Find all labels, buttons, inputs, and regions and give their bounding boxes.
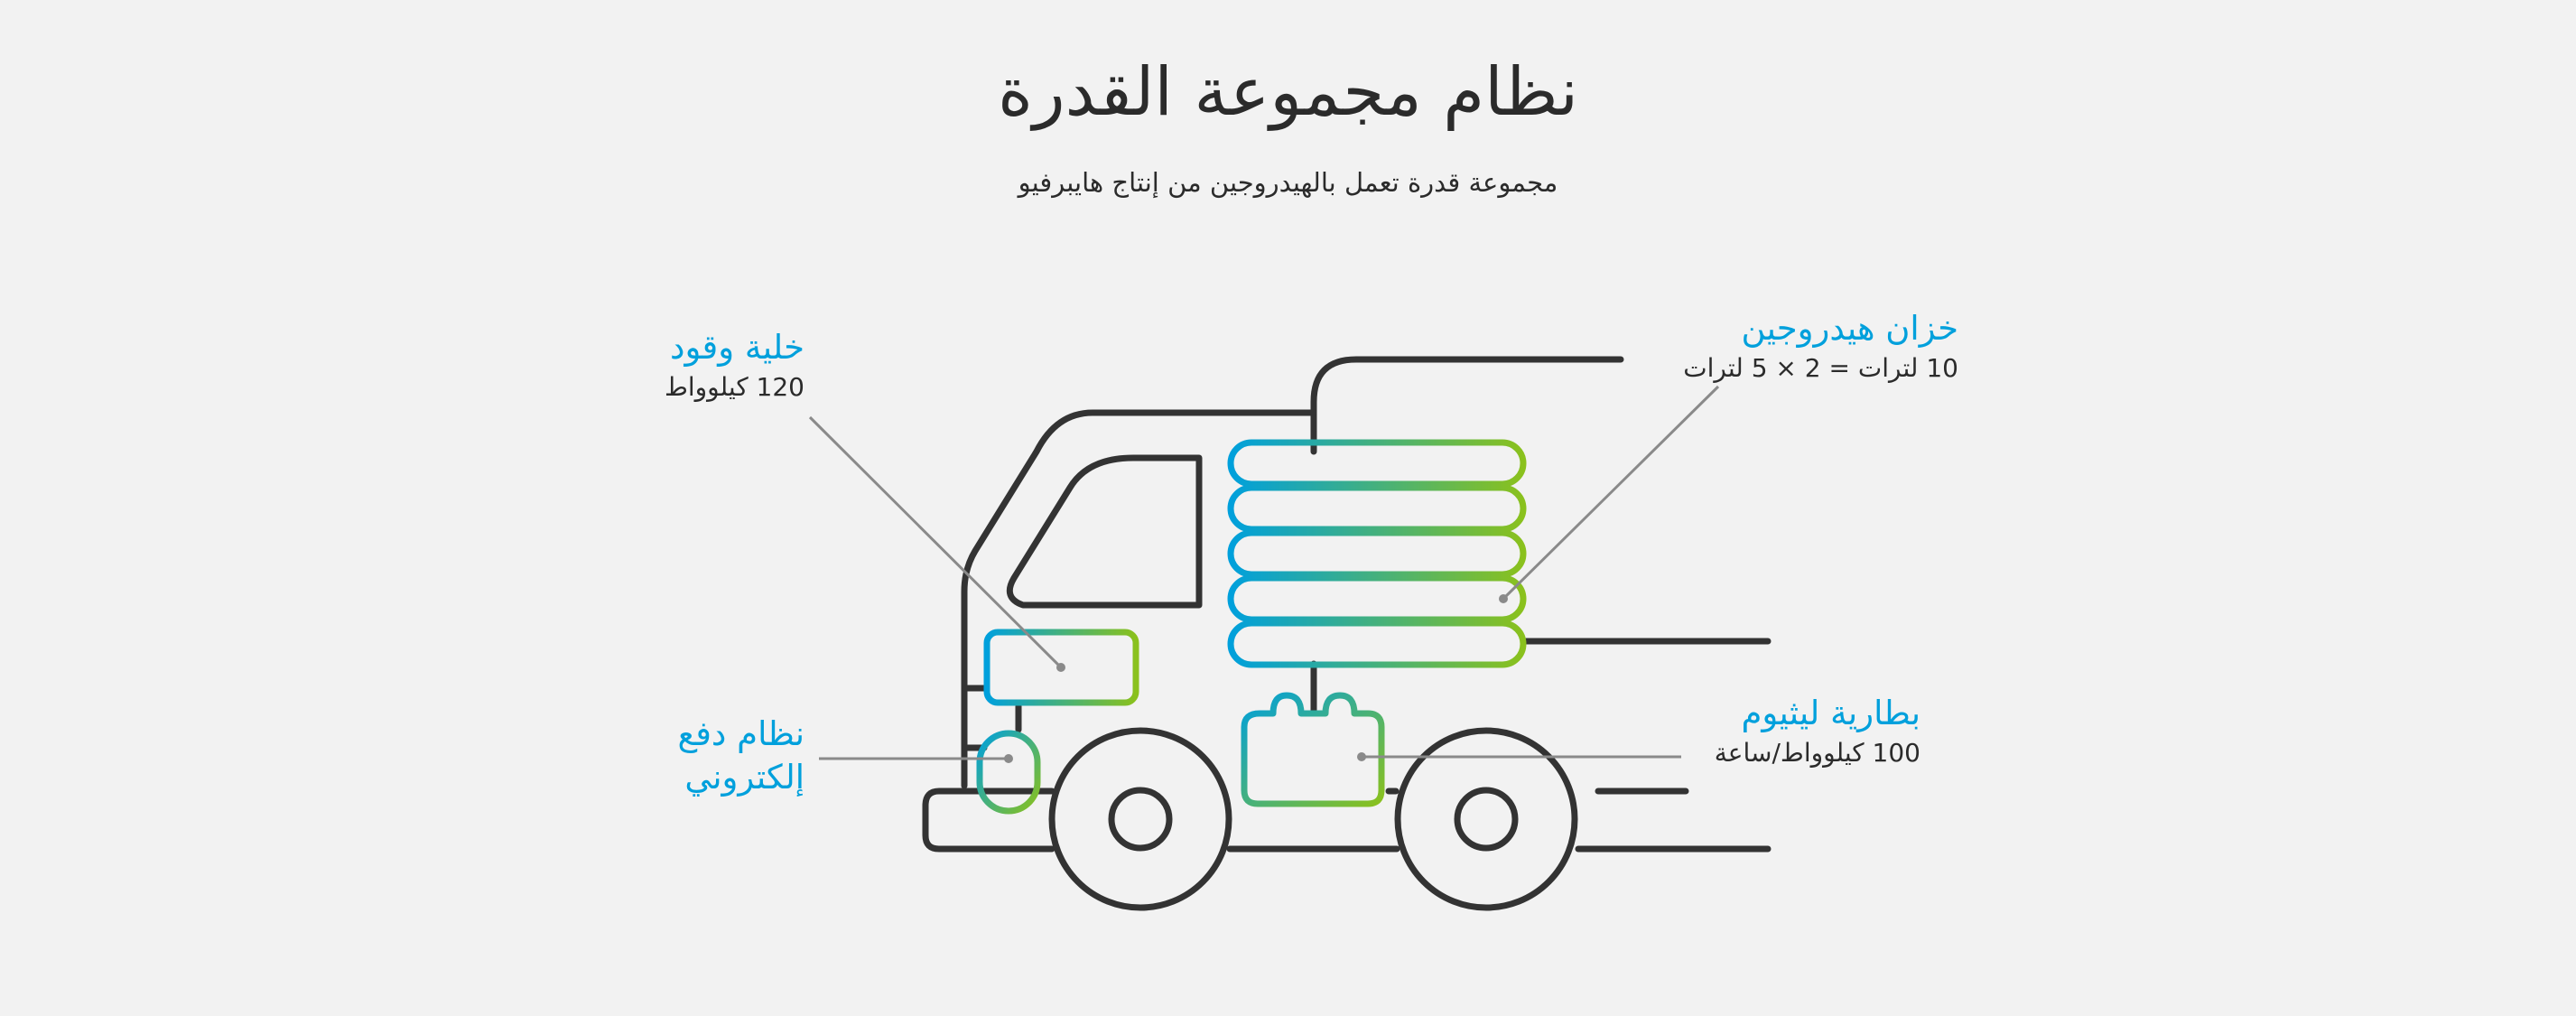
hydrogen-tank-2 xyxy=(1227,484,1527,533)
label-lithium-battery: بطارية ليثيوم 100 كيلوواط/ساعة xyxy=(1715,692,1920,771)
rear-wheel xyxy=(1394,727,1578,911)
page-subtitle: مجموعة قدرة تعمل بالهيدروجين من إنتاج ها… xyxy=(1018,167,1558,198)
dot-battery xyxy=(1357,752,1366,761)
exhaust-pipe xyxy=(1310,356,1624,437)
label-fuel-cell: خلية وقود 120 كيلوواط xyxy=(665,326,804,405)
label-hydrogen-tank-name: خزان هيدروجين xyxy=(1741,309,1958,348)
label-hydrogen-tank-spec: 10 لترات = 2 × 5 لترات xyxy=(1683,353,1958,383)
leader-dots xyxy=(1004,594,1508,763)
leader-lines xyxy=(808,385,1720,760)
label-electric-drive-line1: نظام دفع xyxy=(677,714,804,753)
cab-window xyxy=(1006,454,1203,609)
dot-fuel-cell xyxy=(1056,663,1065,672)
electric-drive-shape xyxy=(976,730,1041,815)
leader-fuel-cell xyxy=(808,415,1063,669)
chassis-bottom xyxy=(922,788,1772,853)
fuel-cell-box xyxy=(983,629,1139,706)
hydrogen-tank-5 xyxy=(1227,620,1527,668)
dot-hydrogen-tank xyxy=(1499,594,1508,603)
label-hydrogen-tank: خزان هيدروجين 10 لترات = 2 × 5 لترات xyxy=(1683,307,1958,387)
label-fuel-cell-spec: 120 كيلوواط xyxy=(664,372,804,402)
label-electric-drive: نظام دفع إلكتروني xyxy=(678,713,804,799)
hydrogen-tank-3 xyxy=(1227,529,1527,578)
hydrogen-tank-stack xyxy=(1227,439,1527,668)
front-wheel xyxy=(1048,727,1232,911)
page-title: نظام مجموعة القدرة xyxy=(998,53,1578,131)
cab-roof xyxy=(961,409,1317,789)
lithium-battery-box xyxy=(1241,692,1385,807)
label-electric-drive-line2: إلكتروني xyxy=(684,758,804,797)
label-lithium-battery-spec: 100 كيلوواط/ساعة xyxy=(1714,738,1920,768)
label-lithium-battery-name: بطارية ليثيوم xyxy=(1741,694,1920,732)
leader-hydrogen-tank xyxy=(1502,385,1720,601)
dot-electric-drive xyxy=(1004,754,1013,763)
label-fuel-cell-name: خلية وقود xyxy=(669,328,804,367)
truck-outline xyxy=(922,356,1772,911)
rear-hub xyxy=(1454,787,1519,852)
front-hub xyxy=(1108,787,1173,852)
hydrogen-tank-1 xyxy=(1227,439,1527,488)
hydrogen-tank-4 xyxy=(1227,574,1527,623)
